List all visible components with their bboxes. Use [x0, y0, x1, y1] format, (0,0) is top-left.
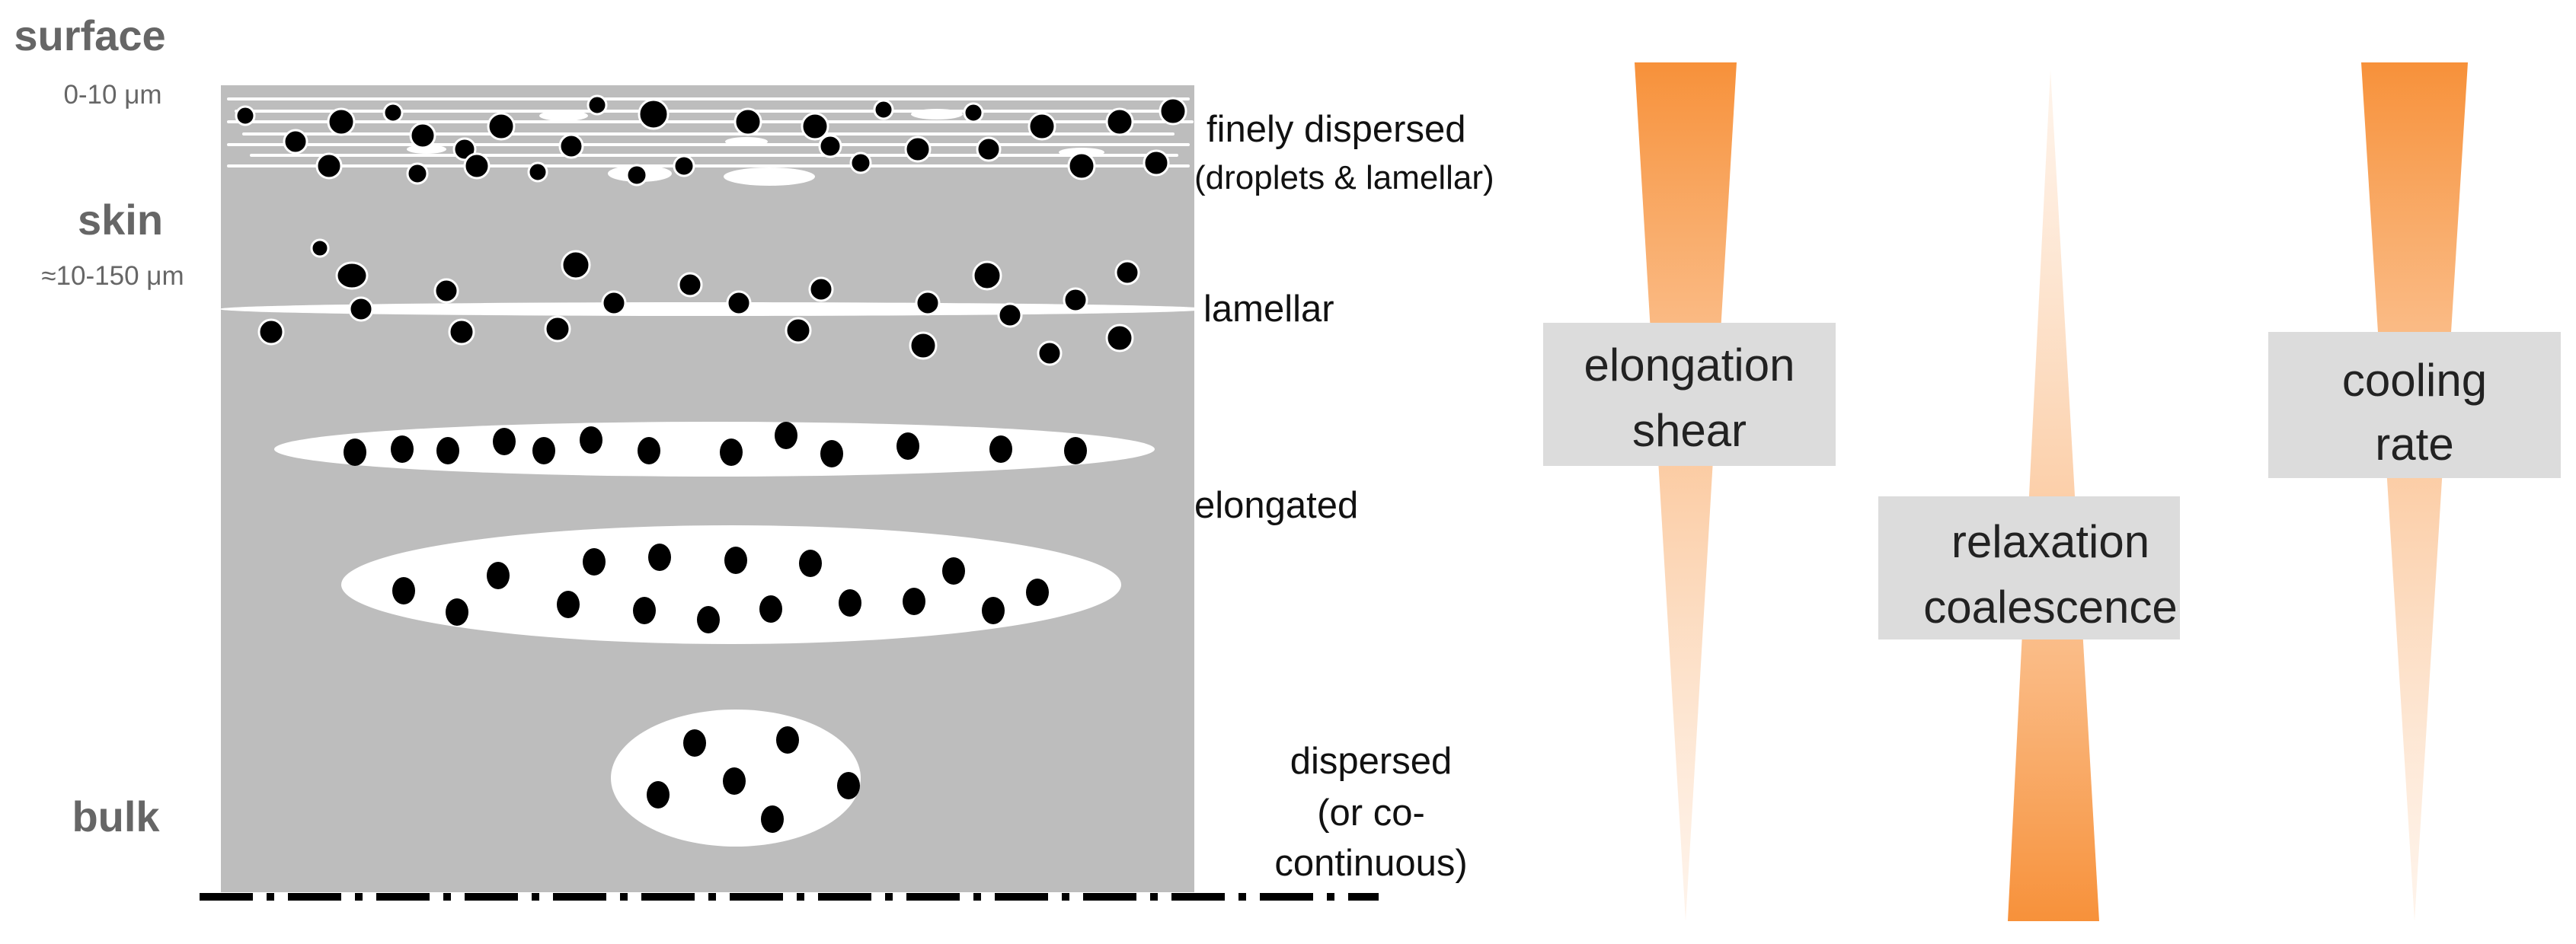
bulk-label: bulk [72, 793, 160, 840]
finely-dispersed-note: (droplets & lamellar) [1194, 159, 1494, 196]
cross-section-panel [200, 85, 1379, 901]
cooling-rate-box: cooling rate [2268, 332, 2561, 478]
skin-lamella [219, 302, 1210, 316]
elongated-domain-lower [341, 525, 1121, 644]
dispersed-label-line2: (or co- [1317, 793, 1425, 834]
surface-droplets [235, 94, 1187, 187]
relaxation-coalescence-wedge [2008, 70, 2099, 921]
elongation-shear-wedge [1635, 62, 1737, 921]
dispersed-label-line1: dispersed [1290, 741, 1452, 782]
coalescence-text: coalescence [1923, 582, 2178, 633]
cooling-rate-wedge [2361, 62, 2468, 921]
finely-dispersed-label: finely dispersed [1207, 109, 1465, 150]
relaxation-coalescence-box: relaxation coalescence [1878, 496, 2180, 639]
shear-text: shear [1632, 405, 1747, 456]
process-factors: elongation shear relaxation coalescence … [1543, 62, 2561, 921]
surface-label: surface [14, 11, 165, 59]
dispersed-label-line3: continuous) [1274, 843, 1467, 884]
elongation-text: elongation [1584, 340, 1795, 391]
morphology-labels: finely dispersed (droplets & lamellar) l… [1194, 109, 1494, 884]
elongated-domain-upper-droplets [344, 422, 1087, 467]
surface-small-lamellae [407, 109, 1104, 186]
lamellar-label: lamellar [1203, 289, 1334, 330]
skin-label: skin [78, 196, 163, 244]
cooling-text: cooling [2342, 355, 2487, 406]
depth-labels: surface 0-10 μm skin ≈10-150 μm bulk [14, 11, 184, 840]
skin-droplets [257, 238, 1140, 366]
elongated-domain-lower-droplets [392, 544, 1049, 633]
skin-range-label: ≈10-150 μm [41, 261, 184, 291]
surface-range-label: 0-10 μm [63, 80, 161, 110]
elongation-shear-box: elongation shear [1543, 323, 1836, 466]
relaxation-text: relaxation [1951, 516, 2149, 567]
rate-text: rate [2375, 419, 2453, 470]
elongated-label: elongated [1194, 485, 1358, 526]
dispersed-domain-droplets [647, 726, 860, 833]
